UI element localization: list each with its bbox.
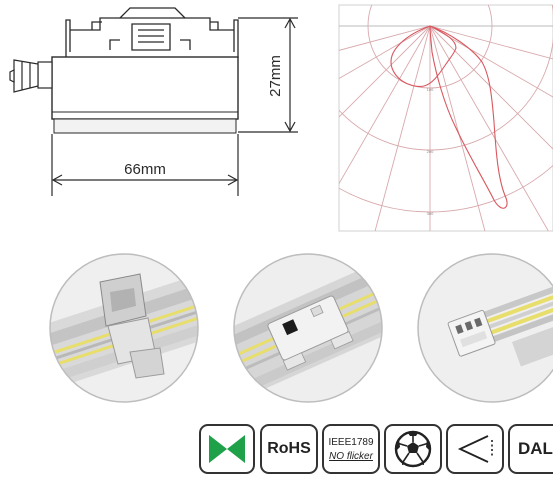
radial-gridline bbox=[339, 25, 431, 80]
detail-wire-connector bbox=[417, 253, 553, 403]
radial-gridlines bbox=[339, 25, 553, 231]
rohs-label: RoHS bbox=[267, 440, 311, 457]
height-dimension bbox=[238, 17, 298, 133]
detail-connector-top bbox=[233, 253, 383, 403]
ieee-label: IEEE1789 bbox=[328, 437, 374, 448]
light-spread-badge bbox=[446, 424, 504, 474]
football-badge bbox=[384, 424, 442, 474]
module-body bbox=[51, 56, 239, 120]
clip-bracket-part bbox=[99, 273, 165, 379]
detail-bracket-install bbox=[49, 253, 199, 403]
radial-gridline bbox=[429, 25, 553, 98]
distribution-curve-transverse bbox=[390, 25, 457, 88]
connector-block bbox=[267, 295, 354, 371]
rohs-badge: RoHS bbox=[260, 424, 318, 474]
wire-plug bbox=[447, 309, 496, 357]
bowtie-icon bbox=[209, 435, 245, 463]
height-label: 27mm bbox=[267, 55, 284, 97]
connector-plug bbox=[9, 59, 53, 93]
radial-gridline bbox=[429, 25, 553, 150]
radial-gridline bbox=[374, 25, 431, 231]
radial-gridline bbox=[429, 25, 553, 60]
dimension-drawing: 27mm 66mm bbox=[9, 7, 298, 196]
ring-label: 200 bbox=[427, 149, 434, 154]
radial-gridline bbox=[339, 25, 431, 51]
ring-label: 100 bbox=[427, 87, 434, 92]
ieee1789-badge: IEEE1789 NO flicker bbox=[322, 424, 380, 474]
radial-gridline bbox=[339, 25, 431, 185]
distribution-curve-longitudinal bbox=[429, 25, 508, 209]
dali-badge: DALI bbox=[508, 424, 553, 474]
light-spread-icon bbox=[457, 435, 493, 463]
polar-distribution-plot: 100 200 300 bbox=[338, 4, 553, 232]
football-icon bbox=[394, 430, 432, 468]
no-flicker-label: NO flicker bbox=[329, 451, 373, 462]
radial-gridline bbox=[339, 25, 431, 118]
dali-label: DALI bbox=[518, 439, 553, 458]
width-label: 66mm bbox=[124, 161, 166, 178]
ring-label: 300 bbox=[427, 211, 434, 216]
width-dimension bbox=[51, 134, 239, 196]
plot-frame bbox=[338, 4, 553, 232]
bowtie-badge bbox=[199, 424, 255, 474]
radial-gridline bbox=[429, 25, 549, 231]
radial-gridline bbox=[429, 25, 486, 231]
clip-bracket bbox=[65, 7, 239, 58]
